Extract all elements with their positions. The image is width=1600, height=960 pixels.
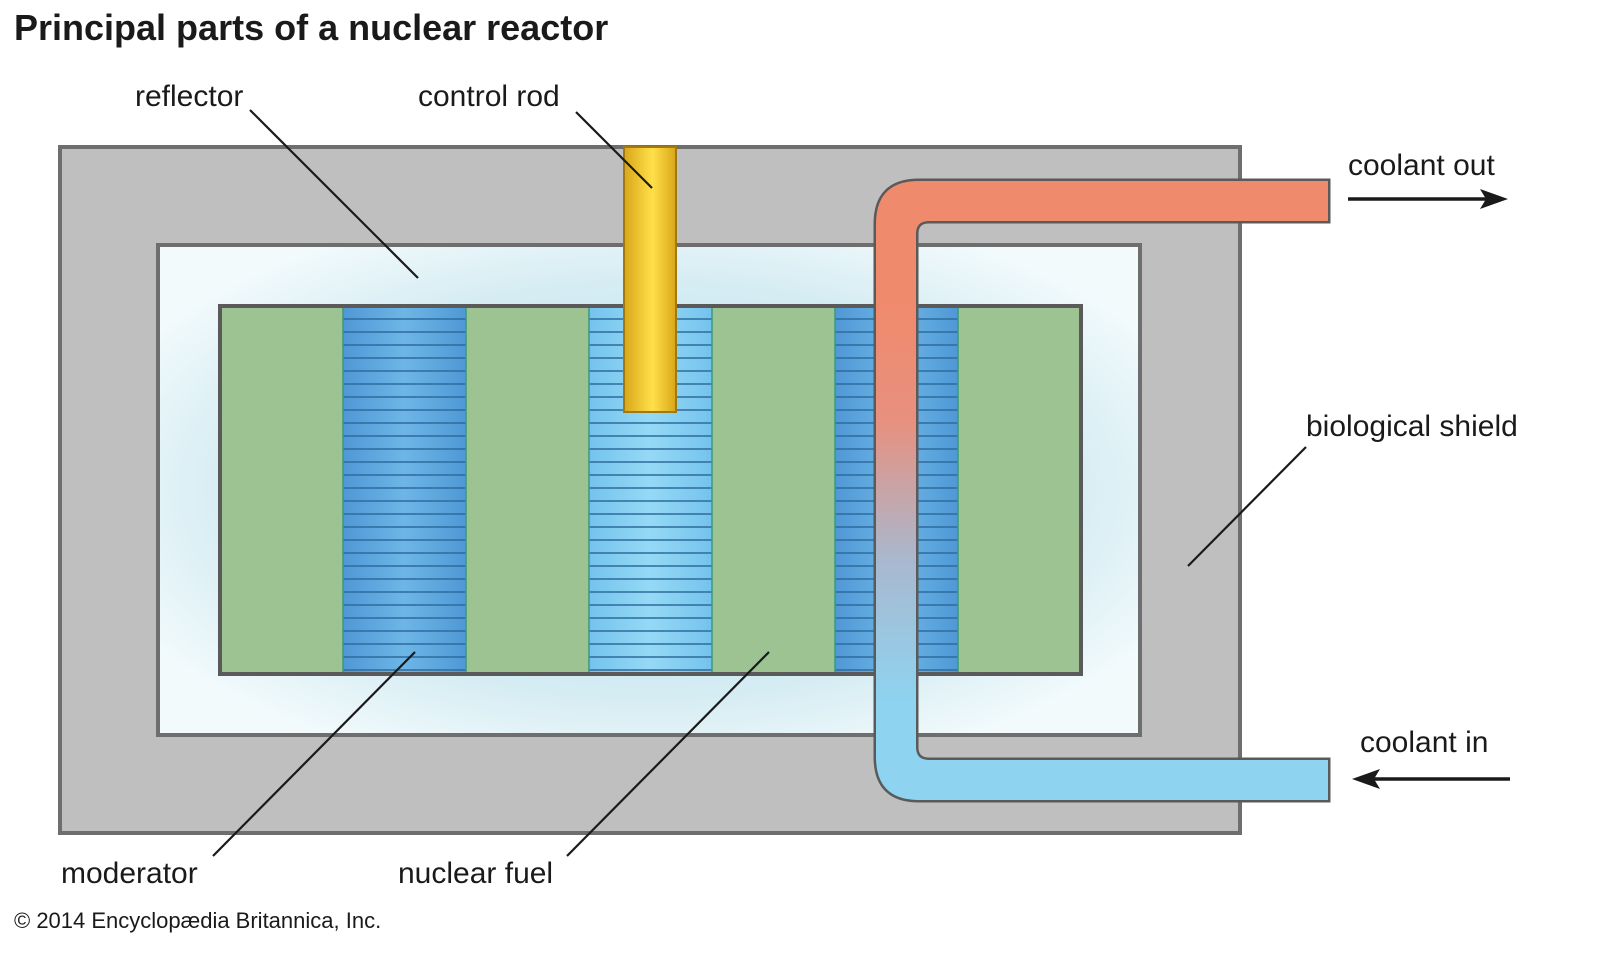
- coolant-in-arrow: [1352, 769, 1510, 789]
- control-rod-label: control rod: [418, 80, 560, 113]
- coolant-pipe-cold: [876, 700, 1328, 800]
- fuel-block: [712, 306, 835, 674]
- reflector-label: reflector: [135, 80, 243, 113]
- biological-shield-label: biological shield: [1306, 410, 1518, 443]
- diagram-title: Principal parts of a nuclear reactor: [14, 7, 608, 48]
- coolant-pipe: [873, 178, 1331, 803]
- reflector-leader: [249, 109, 419, 279]
- moderator-label: moderator: [61, 857, 198, 890]
- copyright-notice: © 2014 Encyclopædia Britannica, Inc.: [14, 908, 381, 933]
- nuclear-fuel-label: nuclear fuel: [398, 857, 553, 890]
- fuel-block: [958, 306, 1081, 674]
- biological-shield-leader: [1187, 446, 1307, 567]
- coolant-out-label: coolant out: [1348, 149, 1495, 182]
- nuclear-fuel-leader: [566, 651, 770, 857]
- fuel-block: [466, 306, 589, 674]
- coolant-pipe-hot: [876, 181, 1328, 300]
- reactor-core: [218, 304, 1083, 676]
- coolant-in-label: coolant in: [1360, 726, 1488, 759]
- coolant-pipe-vertical: [876, 298, 916, 702]
- control-rod: [623, 146, 677, 413]
- moderator-block: [343, 306, 466, 674]
- fuel-block: [220, 306, 343, 674]
- control-rod-leader: [575, 111, 653, 189]
- coolant-out-arrow: [1348, 189, 1508, 209]
- moderator-leader: [212, 651, 416, 857]
